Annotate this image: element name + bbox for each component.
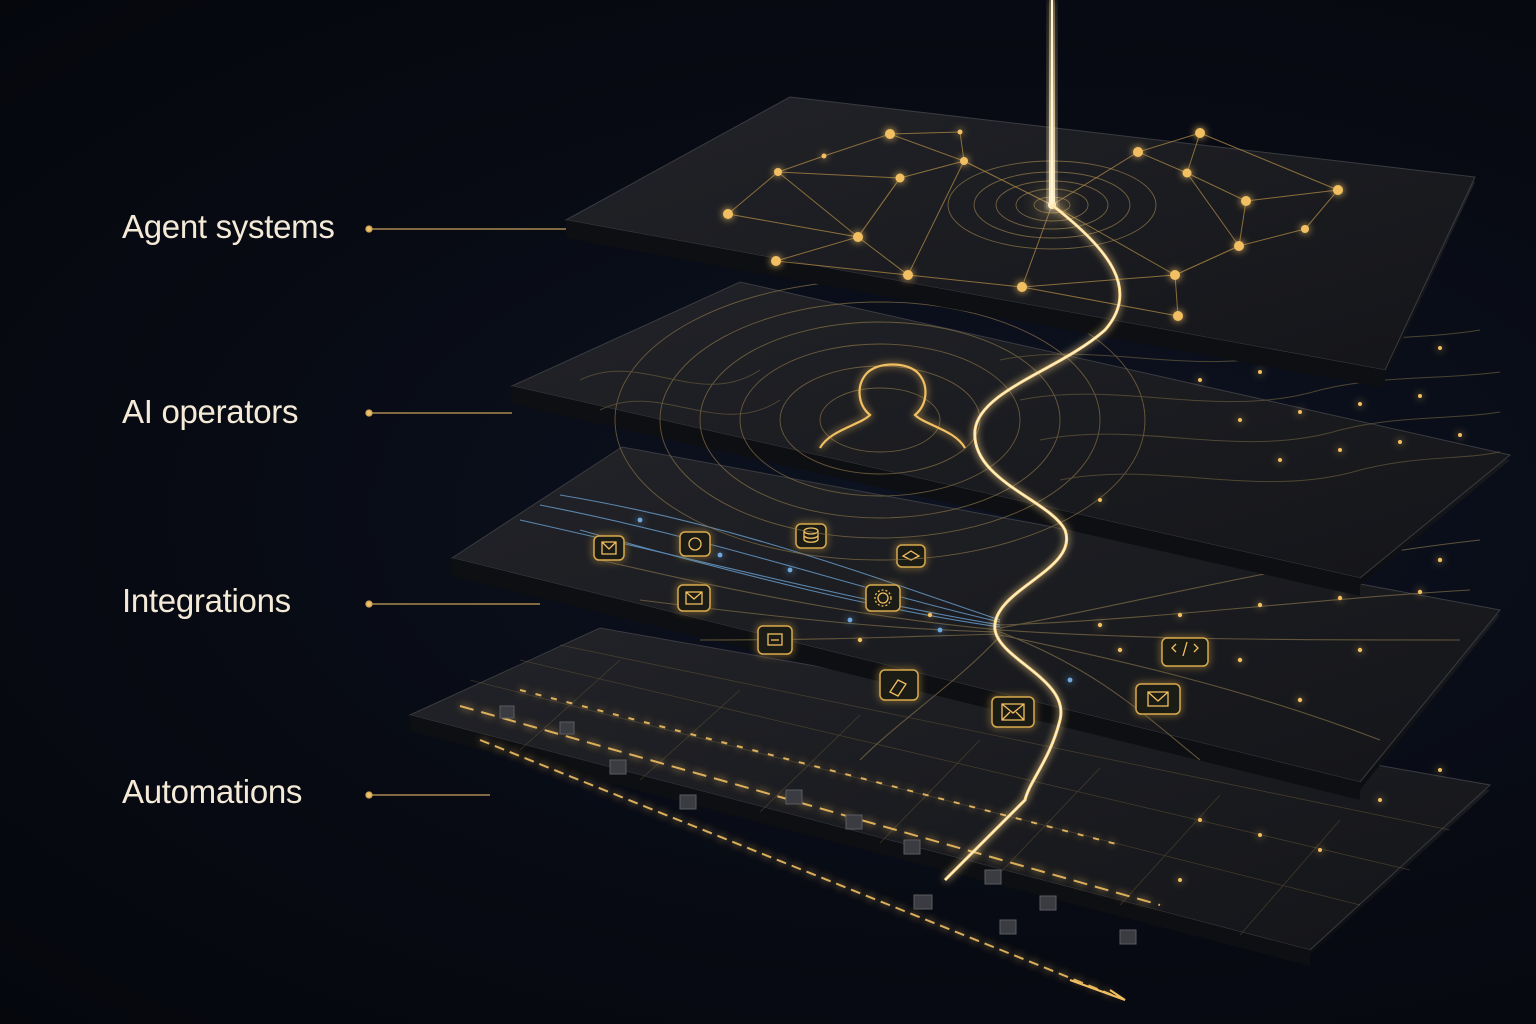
layer-label-agent-systems: Agent systems xyxy=(122,208,335,245)
mail-icon xyxy=(677,584,711,612)
plate-integrations xyxy=(450,446,1501,800)
connector-dot-agent-systems xyxy=(365,225,373,233)
layer-label-automations: Automations xyxy=(122,773,303,810)
code-icon xyxy=(1161,637,1209,667)
plate-agent-systems xyxy=(564,96,1476,388)
chat-icon xyxy=(679,531,711,557)
connector-dot-automations xyxy=(365,791,373,799)
connector-dot-ai-operators xyxy=(365,409,373,417)
plate-automations xyxy=(408,627,1492,1001)
label-connectors xyxy=(365,225,566,799)
mail-icon xyxy=(1135,683,1181,715)
cap-icon xyxy=(896,544,926,568)
edit-icon xyxy=(879,669,919,701)
golden-thread xyxy=(943,0,1122,882)
gear-icon xyxy=(865,584,901,612)
connector-dot-integrations xyxy=(365,600,373,608)
person-icon xyxy=(819,363,966,449)
layer-label-integrations: Integrations xyxy=(122,582,291,619)
mail-icon xyxy=(991,696,1035,728)
layer-label-ai-operators: AI operators xyxy=(122,393,299,430)
mail-icon xyxy=(593,535,625,561)
database-icon xyxy=(795,523,827,549)
